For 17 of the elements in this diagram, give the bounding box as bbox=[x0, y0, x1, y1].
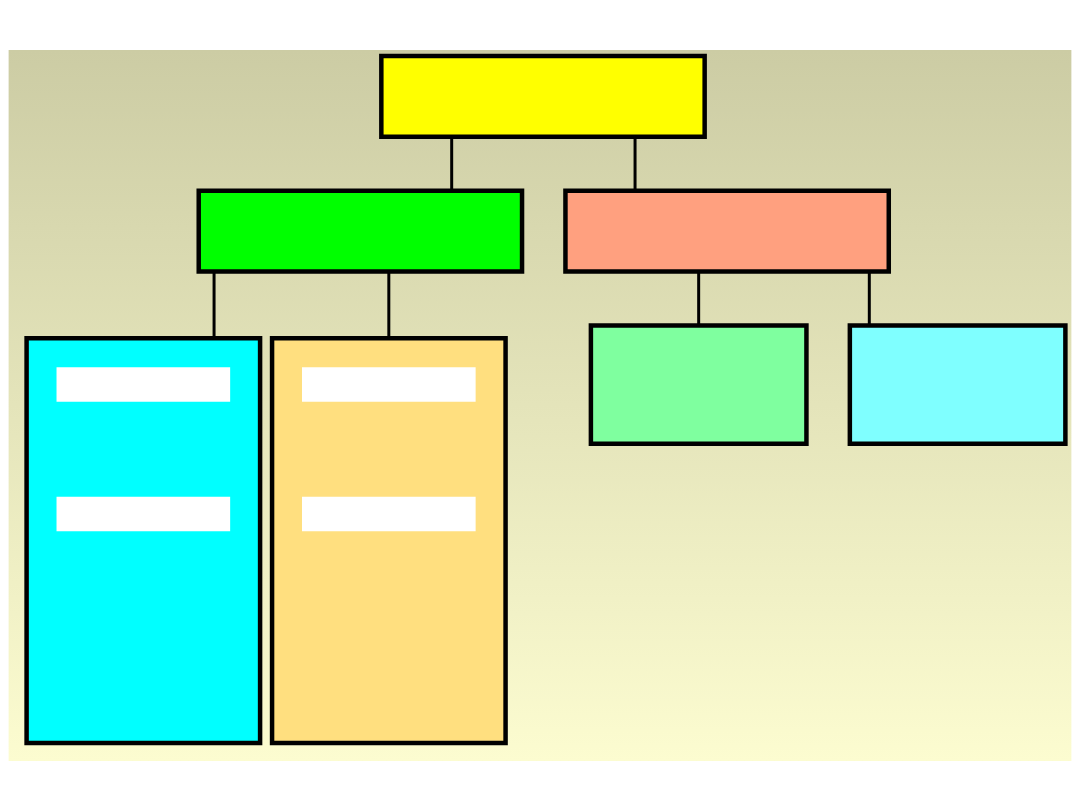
node-box bbox=[847, 322, 1068, 446]
node-bar bbox=[302, 496, 476, 531]
connector bbox=[450, 136, 454, 190]
node-box bbox=[588, 322, 809, 446]
connector bbox=[633, 136, 637, 190]
node-bar bbox=[56, 496, 231, 531]
node-box bbox=[563, 187, 891, 274]
cluster bbox=[269, 335, 508, 745]
connector bbox=[212, 271, 216, 338]
node-bar bbox=[302, 366, 476, 402]
node-box bbox=[379, 53, 707, 139]
node-box bbox=[196, 187, 525, 274]
connector bbox=[387, 271, 391, 338]
connector bbox=[867, 271, 871, 325]
connector bbox=[697, 271, 701, 325]
cluster bbox=[24, 335, 263, 745]
node-bar bbox=[56, 366, 231, 402]
